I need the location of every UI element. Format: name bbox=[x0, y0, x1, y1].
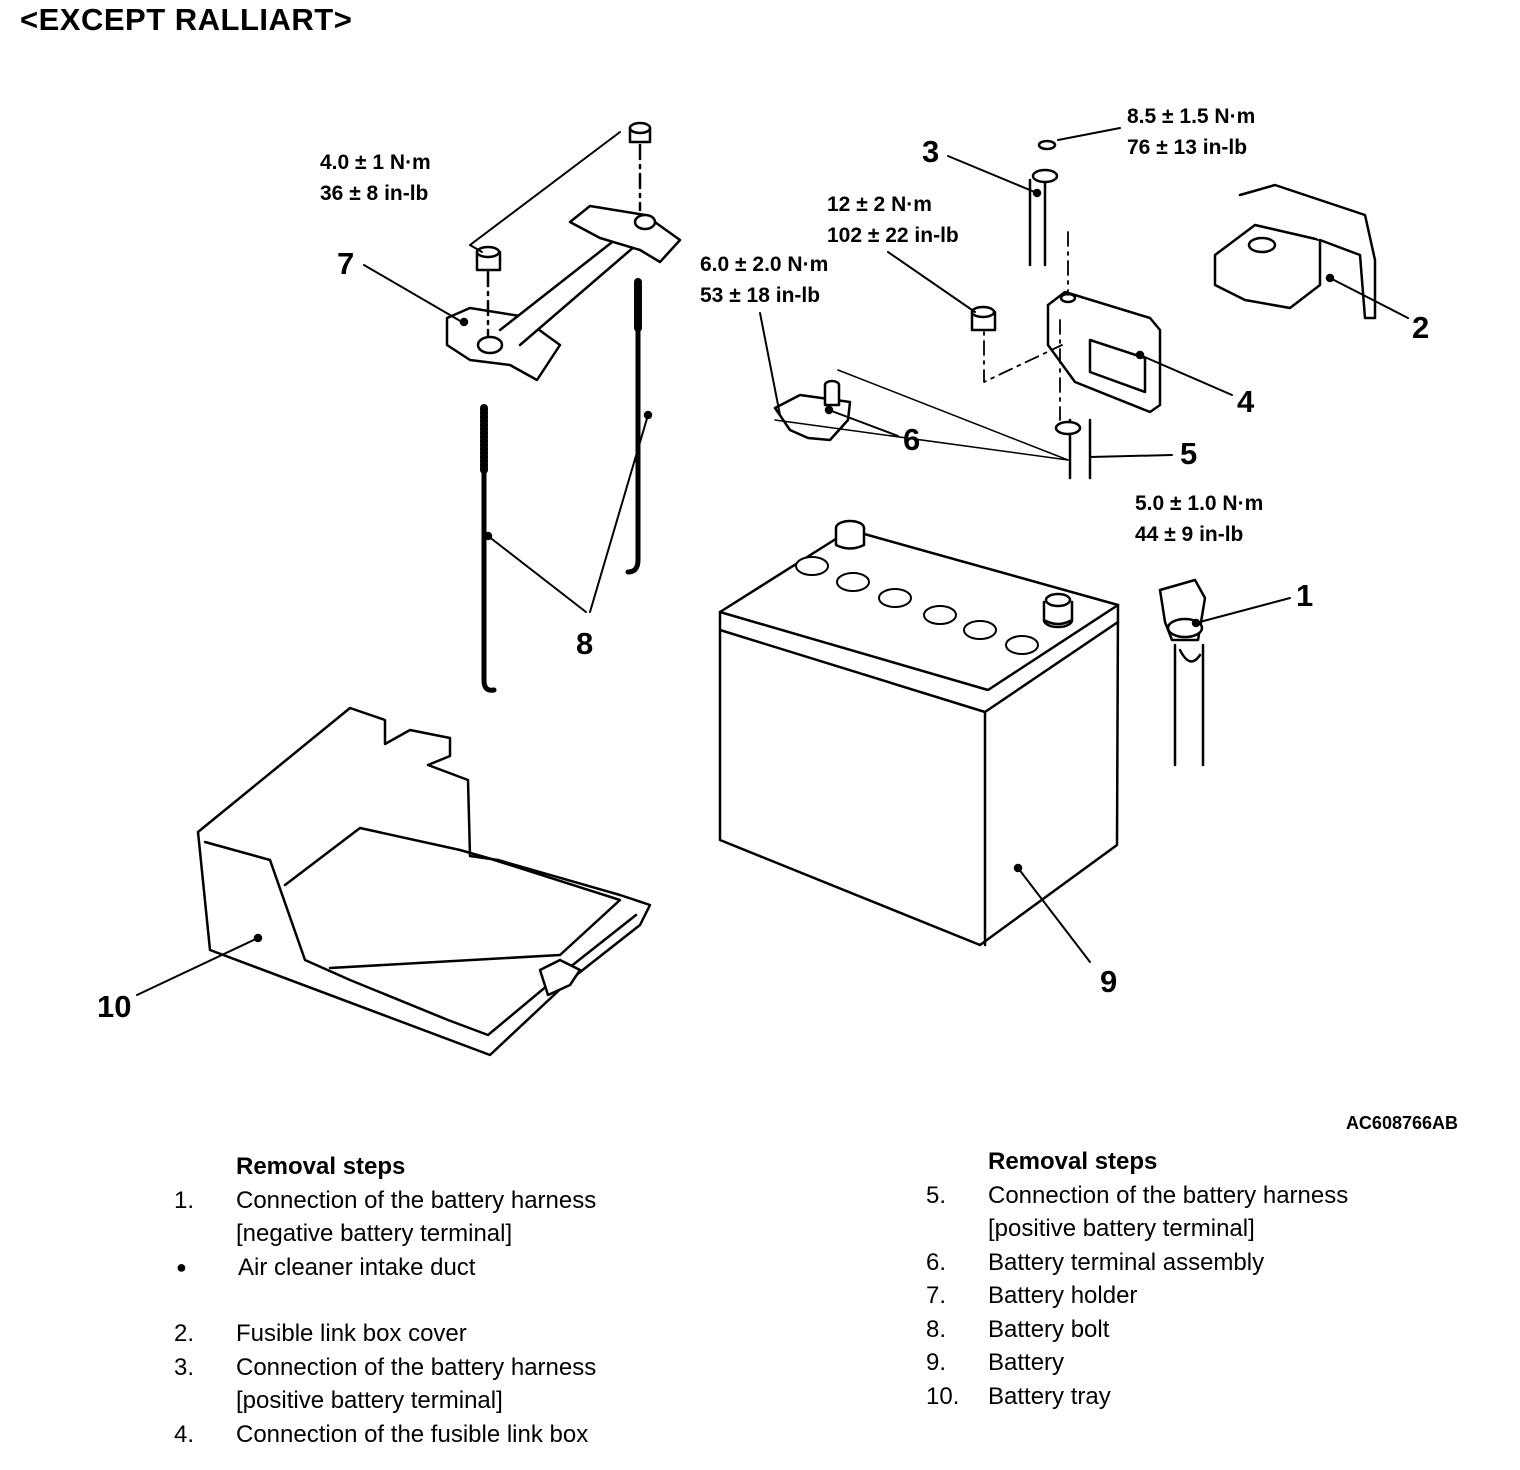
torque-inlb: 36 ± 8 in-lb bbox=[320, 182, 429, 205]
torque-nm: 8.5 ± 1.5 N·m bbox=[1127, 105, 1256, 128]
callout-2: 2 bbox=[1412, 310, 1430, 345]
exploded-diagram bbox=[136, 121, 1409, 1057]
callout-5: 5 bbox=[1180, 436, 1198, 471]
list-item: ● Air cleaner intake duct bbox=[174, 1251, 596, 1285]
step-text: Battery tray bbox=[988, 1382, 1111, 1410]
torque-nm: 12 ± 2 N·m bbox=[827, 193, 932, 216]
step-text: Fusible link box cover bbox=[236, 1320, 467, 1347]
battery-holder-drawing bbox=[445, 204, 682, 382]
step-line: Connection of the battery harness bbox=[236, 1186, 597, 1214]
step-number: 6. bbox=[926, 1248, 947, 1276]
step-number: 5. bbox=[926, 1181, 947, 1209]
step-text: Connection of the battery harness [negat… bbox=[236, 1184, 596, 1251]
removal-steps-left: Removal steps 1. Connection of the batte… bbox=[174, 1150, 596, 1451]
callout-1: 1 bbox=[1296, 578, 1314, 613]
negative-cable-drawing bbox=[1158, 578, 1207, 767]
step-text: Connection of the fusible link box bbox=[236, 1420, 589, 1448]
torque-nm: 5.0 ± 1.0 N·m bbox=[1135, 492, 1264, 515]
step-number: 9. bbox=[926, 1349, 947, 1376]
step-number: 2. bbox=[174, 1320, 195, 1347]
callout-9: 9 bbox=[1100, 964, 1118, 999]
list-item: 8. Battery bolt bbox=[926, 1313, 1348, 1347]
step-line: [positive battery terminal] bbox=[236, 1387, 503, 1414]
callout-6: 6 bbox=[903, 422, 921, 457]
torque-inlb: 44 ± 9 in-lb bbox=[1135, 523, 1244, 546]
torque-holder-nut: 4.0 ± 1 N·m 36 ± 8 in-lb bbox=[320, 147, 431, 209]
step-text: Connection of the battery harness [posit… bbox=[988, 1179, 1348, 1246]
fusible-link-cover-drawing bbox=[1213, 183, 1377, 320]
step-number: 10. bbox=[926, 1382, 960, 1410]
step-line: [negative battery terminal] bbox=[236, 1220, 513, 1247]
list-item: 9. Battery bbox=[926, 1346, 1348, 1380]
step-line: Connection of the battery harness bbox=[236, 1353, 597, 1381]
callout-10: 10 bbox=[97, 989, 132, 1024]
list-item: 10. Battery tray bbox=[926, 1380, 1348, 1414]
callout-3: 3 bbox=[922, 134, 940, 169]
torque-terminal: 6.0 ± 2.0 N·m 53 ± 18 in-lb bbox=[700, 249, 828, 311]
torque-nm: 6.0 ± 2.0 N·m bbox=[700, 253, 829, 276]
step-number: 8. bbox=[926, 1315, 947, 1343]
torque-box-nut: 12 ± 2 N·m 102 ± 22 in-lb bbox=[827, 189, 959, 251]
step-text: Battery bolt bbox=[988, 1315, 1110, 1343]
callout-4: 4 bbox=[1237, 384, 1255, 419]
list-item: 1. Connection of the battery harness [ne… bbox=[174, 1184, 596, 1251]
battery-drawing bbox=[718, 519, 1120, 947]
step-number: 7. bbox=[926, 1282, 947, 1309]
figure-code: AC608766AB bbox=[1345, 1113, 1458, 1133]
torque-negative: 5.0 ± 1.0 N·m 44 ± 9 in-lb bbox=[1135, 488, 1263, 550]
step-text: Battery bbox=[988, 1349, 1065, 1376]
holder-nuts-drawing bbox=[475, 121, 652, 337]
step-text: Connection of the battery harness [posit… bbox=[236, 1351, 596, 1418]
step-text: Battery terminal assembly bbox=[988, 1248, 1265, 1276]
callout-8: 8 bbox=[576, 626, 594, 661]
list-item: 2. Fusible link box cover bbox=[174, 1317, 596, 1351]
callout-7: 7 bbox=[337, 246, 355, 281]
step-number: 3. bbox=[174, 1353, 195, 1381]
step-number: 1. bbox=[174, 1186, 195, 1214]
removal-steps-right: Removal steps 5. Connection of the batte… bbox=[926, 1145, 1348, 1413]
fusible-link-box-drawing bbox=[970, 139, 1162, 480]
step-line: Connection of the battery harness bbox=[988, 1181, 1349, 1209]
list-item: 6. Battery terminal assembly bbox=[926, 1246, 1348, 1280]
torque-top-nut: 8.5 ± 1.5 N·m 76 ± 13 in-lb bbox=[1127, 101, 1255, 163]
step-text: Air cleaner intake duct bbox=[238, 1253, 476, 1281]
step-number: 4. bbox=[174, 1420, 195, 1448]
page-title: <EXCEPT RALLIART> bbox=[20, 2, 353, 37]
torque-inlb: 53 ± 18 in-lb bbox=[700, 284, 821, 307]
leader-lines bbox=[136, 127, 1409, 996]
step-line: [positive battery terminal] bbox=[988, 1215, 1255, 1242]
battery-tray-drawing bbox=[196, 706, 652, 1057]
list-item: 7. Battery holder bbox=[926, 1279, 1348, 1313]
removal-steps-header: Removal steps bbox=[236, 1153, 406, 1180]
bullet-icon: ● bbox=[176, 1256, 187, 1277]
list-item: 3. Connection of the battery harness [po… bbox=[174, 1351, 596, 1418]
torque-inlb: 102 ± 22 in-lb bbox=[827, 224, 959, 247]
torque-inlb: 76 ± 13 in-lb bbox=[1127, 136, 1248, 159]
torque-nm: 4.0 ± 1 N·m bbox=[320, 151, 431, 174]
list-item: 5. Connection of the battery harness [po… bbox=[926, 1179, 1348, 1246]
terminal-assembly-drawing bbox=[773, 369, 1069, 461]
list-item: 4. Connection of the fusible link box bbox=[174, 1418, 596, 1452]
removal-steps-header: Removal steps bbox=[988, 1148, 1158, 1175]
step-text: Battery holder bbox=[988, 1282, 1138, 1309]
